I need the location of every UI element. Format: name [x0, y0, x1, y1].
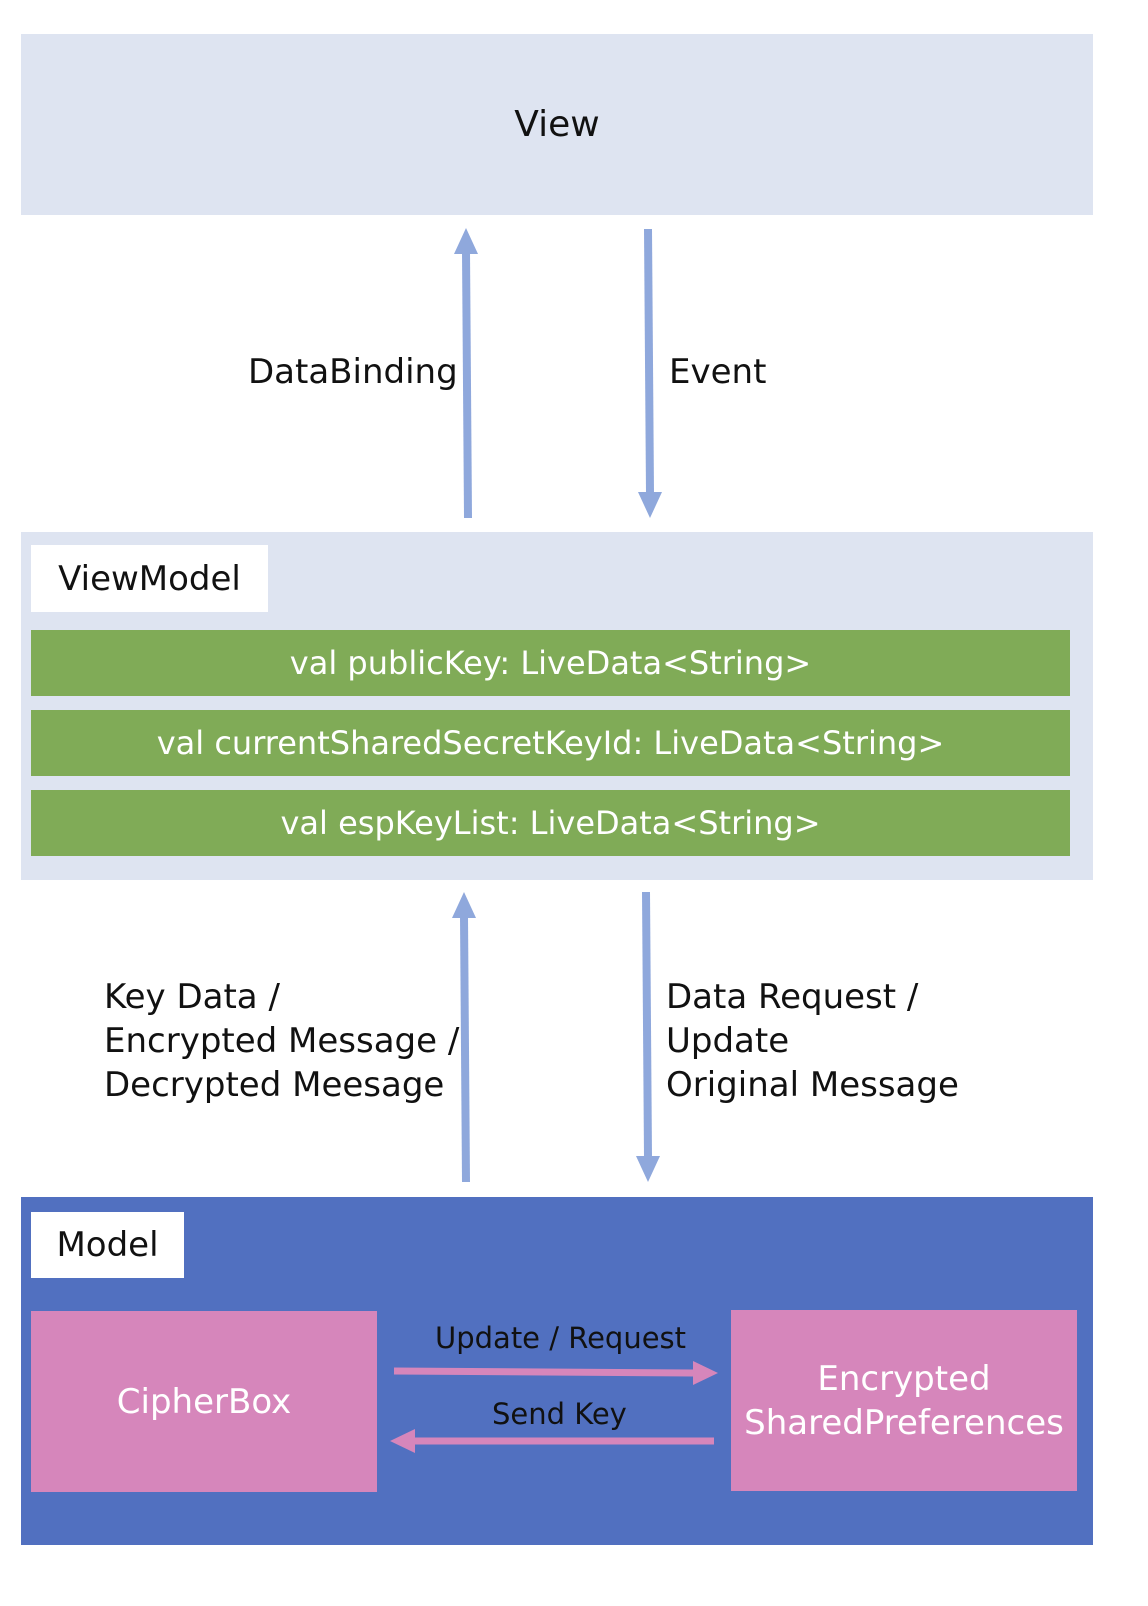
cipherbox: CipherBox [31, 1311, 377, 1492]
viewmodel-title: ViewModel [31, 545, 268, 612]
update-request-arrow [393, 1361, 718, 1385]
viewmodel-layer: ViewModel val publicKey: LiveData<String… [21, 532, 1093, 880]
databinding-arrow [454, 228, 478, 519]
model-title: Model [31, 1212, 184, 1278]
model-arrows [390, 1361, 718, 1453]
send-key-label: Send Key [492, 1397, 627, 1431]
update-request-label: Update / Request [435, 1321, 687, 1355]
viewmodel-row-sharedsecret: val currentSharedSecretKeyId: LiveData<S… [31, 710, 1070, 776]
send-key-arrow [390, 1429, 714, 1453]
keydata-label: Key Data / Encrypted Message / Decrypted… [104, 977, 460, 1105]
model-layer: Model CipherBox Encrypted SharedPreferen… [21, 1197, 1093, 1545]
viewmodel-row-publickey: val publicKey: LiveData<String> [31, 630, 1070, 696]
databinding-label: DataBinding [248, 352, 458, 392]
datarequest-label: Data Request / Update Original Message [666, 977, 959, 1105]
datarequest-arrow [636, 891, 660, 1182]
event-arrow [638, 228, 662, 518]
encrypted-shared-preferences: Encrypted SharedPreferences [731, 1310, 1077, 1491]
view-title: View [514, 104, 600, 145]
viewmodel-row-espkeylist: val espKeyList: LiveData<String> [31, 790, 1070, 856]
keydata-arrow [452, 892, 476, 1183]
view-layer: View [21, 34, 1093, 215]
event-label: Event [669, 352, 767, 392]
